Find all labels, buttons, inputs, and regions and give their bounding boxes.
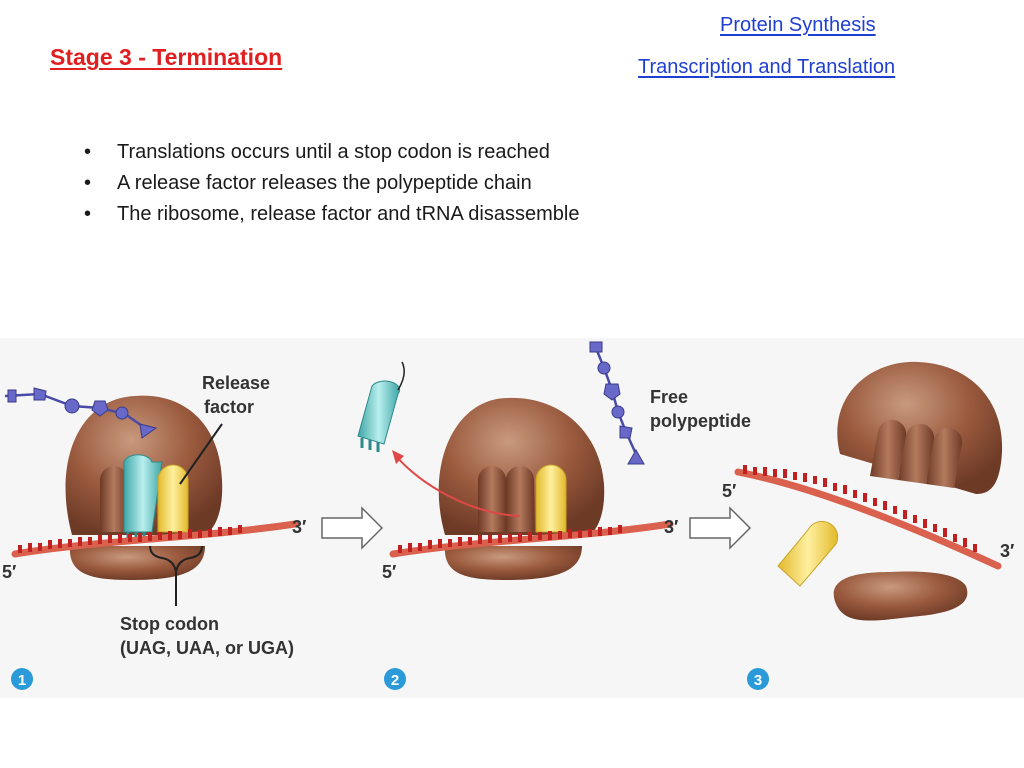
amino-acid — [8, 390, 16, 402]
amino-acid — [65, 399, 79, 413]
three-prime-end-label: 3′ — [292, 517, 306, 537]
link-transcription-and-translation[interactable]: Transcription and Translation — [638, 56, 895, 79]
slide-title: Stage 3 - Termination — [50, 44, 282, 71]
release-factor-label-line2: factor — [204, 397, 254, 417]
amino-acid — [620, 426, 632, 438]
link-protein-synthesis[interactable]: Protein Synthesis — [720, 14, 876, 37]
termination-diagram: Release factor Stop codon (UAG, UAA, or … — [0, 334, 1024, 700]
stop-codon-label-line2: (UAG, UAA, or UGA) — [120, 638, 294, 658]
five-prime-end-label: 5′ — [722, 481, 736, 501]
amino-acid — [612, 406, 624, 418]
bullet-item: A release factor releases the polypeptid… — [84, 168, 579, 199]
ribosome-tunnel — [506, 466, 534, 532]
three-prime-end-label: 3′ — [664, 517, 678, 537]
release-factor — [158, 465, 188, 532]
free-polypeptide-label-line2: polypeptide — [650, 411, 751, 431]
bullet-item: Translations occurs until a stop codon i… — [84, 137, 579, 168]
three-prime-end-label: 3′ — [1000, 541, 1014, 561]
step-number-1: 1 — [18, 672, 26, 689]
ribosome-tunnel — [478, 466, 506, 532]
free-polypeptide-label-line1: Free — [650, 387, 688, 407]
release-factor — [536, 465, 566, 532]
five-prime-end-label: 5′ — [2, 562, 16, 582]
bullet-list: Translations occurs until a stop codon i… — [84, 137, 579, 230]
step-number-2: 2 — [391, 672, 399, 689]
amino-acid — [598, 362, 610, 374]
step-number-3: 3 — [754, 672, 762, 689]
amino-acid — [590, 342, 602, 352]
five-prime-end-label: 5′ — [382, 562, 396, 582]
bullet-item: The ribosome, release factor and tRNA di… — [84, 199, 579, 230]
release-factor-label-line1: Release — [202, 373, 270, 393]
amino-acid — [116, 407, 128, 419]
stop-codon-label-line1: Stop codon — [120, 614, 219, 634]
